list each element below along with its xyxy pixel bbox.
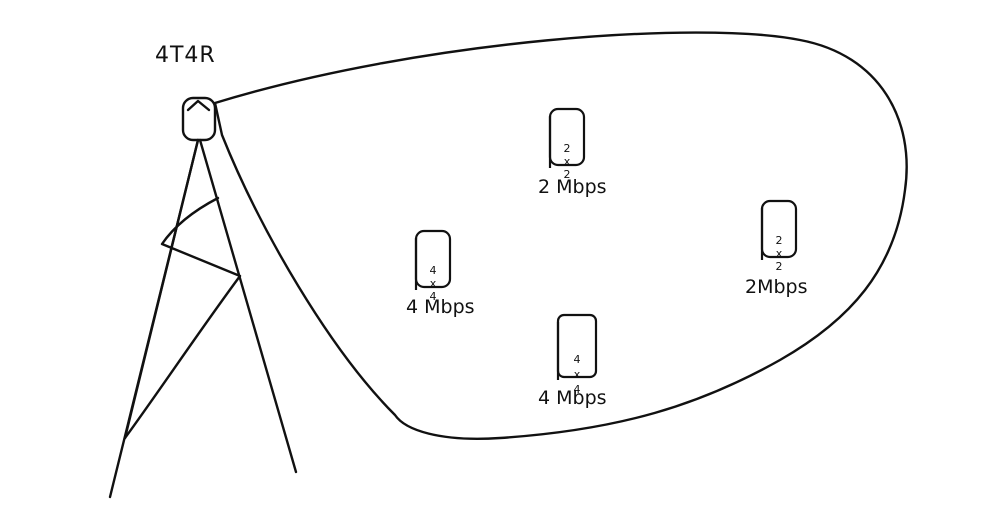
device-phone-icon <box>414 229 452 290</box>
coverage-area <box>213 31 908 440</box>
device-rate-label: 4 Mbps <box>538 387 607 409</box>
tower-brace <box>123 196 242 440</box>
tower-label: 4T4R <box>155 43 216 68</box>
device-rate-label: 2 Mbps <box>538 176 607 198</box>
device-rate-label: 4 Mbps <box>406 296 475 318</box>
tower-leg-mid <box>123 138 200 440</box>
device-phone-icon <box>760 199 798 260</box>
device-rate-label: 2Mbps <box>745 276 808 298</box>
tower-leg-right <box>198 138 298 474</box>
device-phone-icon <box>556 313 598 380</box>
antenna-icon <box>181 96 217 142</box>
device-phone-icon <box>548 107 586 168</box>
